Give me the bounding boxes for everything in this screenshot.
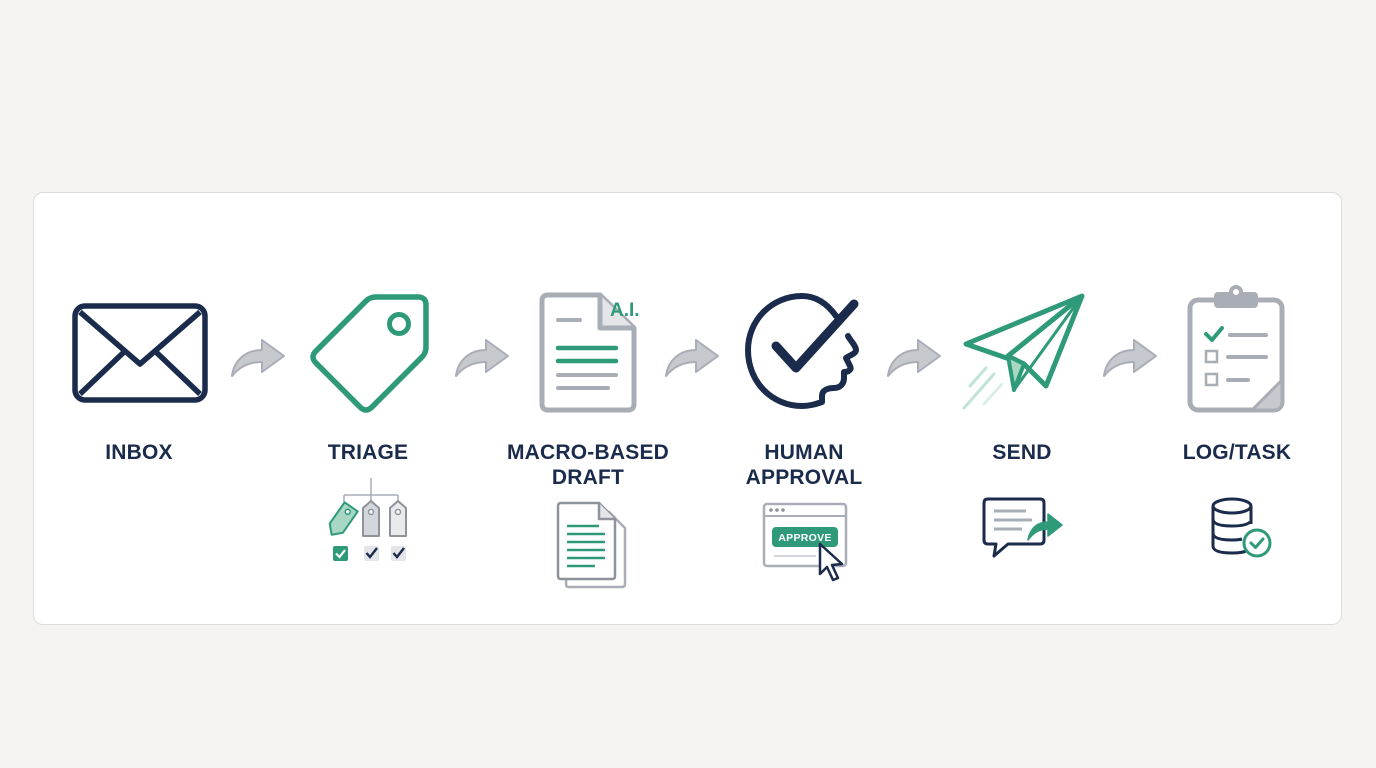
step-label-line: APPROVAL bbox=[745, 466, 863, 489]
step-label-macro-draft: MACRO-BASED DRAFT bbox=[478, 440, 698, 490]
approve-button-label: APPROVE bbox=[778, 532, 831, 544]
workflow-diagram-card bbox=[33, 192, 1342, 625]
curved-arrow-icon bbox=[231, 339, 285, 377]
step-label-triage: TRIAGE bbox=[327, 441, 409, 464]
step-label-line: MACRO-BASED bbox=[506, 441, 670, 464]
cursor-icon bbox=[818, 542, 844, 582]
paper-plane-icon bbox=[962, 293, 1085, 410]
tag-icon bbox=[310, 294, 429, 413]
documents-stack-icon bbox=[556, 501, 627, 589]
ai-badge: A.I. bbox=[610, 300, 640, 321]
envelope-icon bbox=[72, 303, 208, 403]
step-label-send: SEND bbox=[992, 441, 1052, 464]
curved-arrow-icon bbox=[887, 339, 941, 377]
step-label-log-task: LOG/TASK bbox=[1182, 441, 1292, 464]
tag-checklist-icon bbox=[328, 478, 407, 561]
curved-arrow-icon bbox=[455, 339, 509, 377]
step-label-inbox: INBOX bbox=[105, 441, 173, 464]
approve-button bbox=[772, 527, 838, 547]
step-label-line: DRAFT bbox=[551, 466, 625, 489]
message-forward-icon bbox=[982, 497, 1063, 558]
ai-document-icon: A.I. bbox=[539, 292, 640, 413]
step-label-human-approval: HUMAN APPROVAL bbox=[694, 440, 914, 490]
database-check-icon bbox=[1211, 497, 1272, 558]
clipboard-checklist-icon bbox=[1187, 285, 1285, 413]
head-check-icon bbox=[745, 293, 859, 409]
curved-arrow-icon bbox=[1103, 339, 1157, 377]
approve-window-icon: APPROVE bbox=[762, 502, 848, 582]
step-label-line: HUMAN bbox=[764, 441, 844, 464]
curved-arrow-icon bbox=[665, 339, 719, 377]
